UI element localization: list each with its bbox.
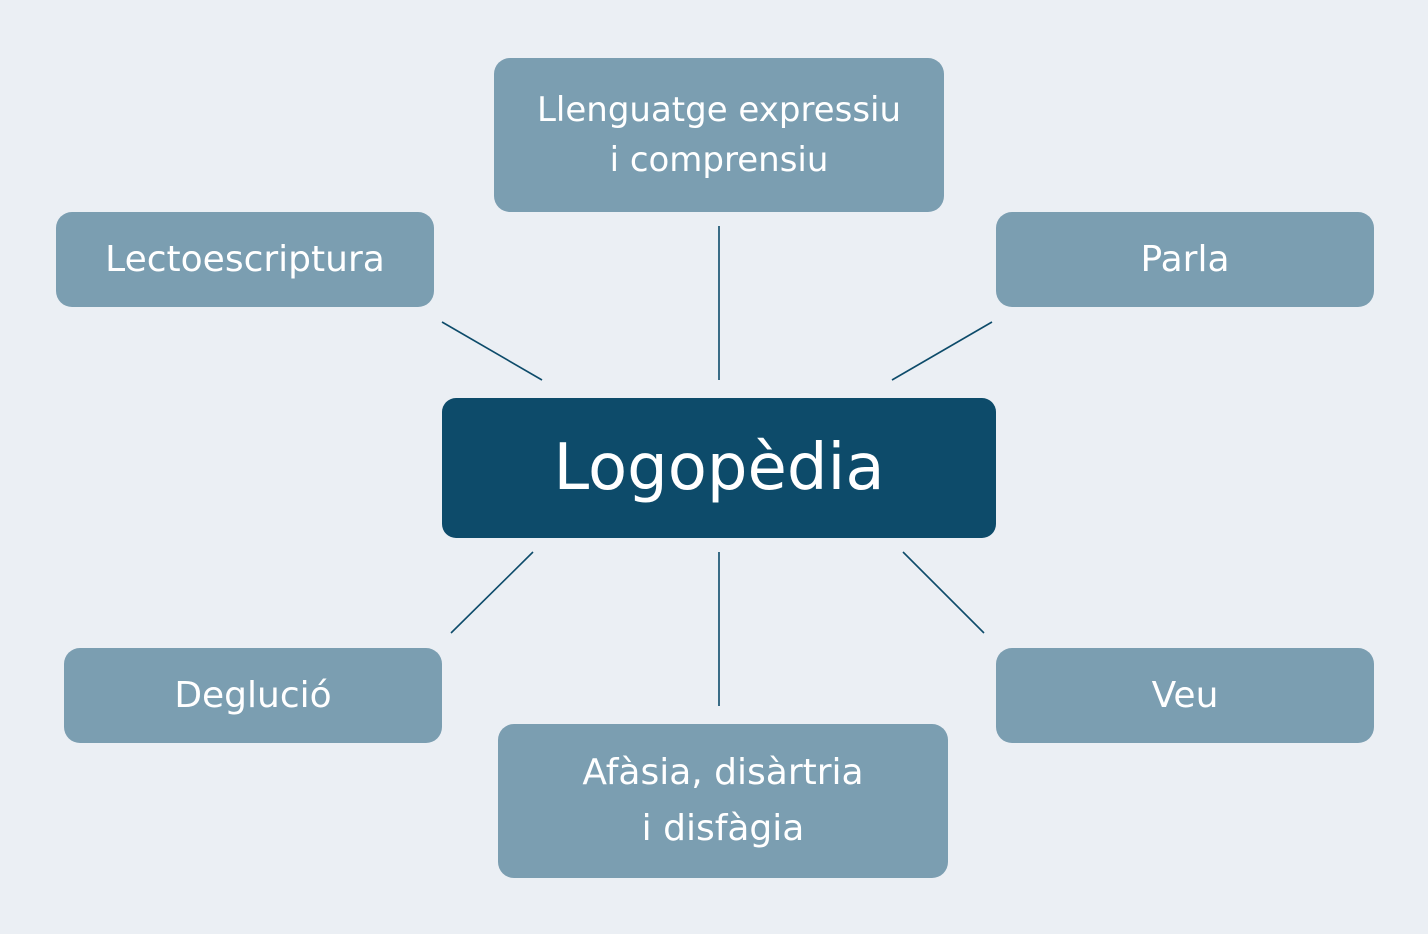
node-llenguatge-line1: Llenguatge expressiu — [536, 90, 902, 130]
node-deglucio-label: Deglució — [174, 674, 332, 716]
node-veu: Veu — [996, 648, 1374, 743]
node-llenguatge: Llenguatge expressiu i comprensiu — [494, 58, 944, 212]
connector-bottom-right — [902, 551, 985, 634]
node-veu-label: Veu — [1151, 674, 1219, 716]
node-deglucio: Deglució — [64, 648, 442, 743]
center-node-logopedia: Logopèdia — [442, 398, 996, 538]
connector-top-right — [891, 321, 993, 381]
node-afasia: Afàsia, disàrtria i disfàgia — [498, 724, 948, 878]
node-parla: Parla — [996, 212, 1374, 307]
connector-bottom-left — [450, 551, 534, 634]
node-parla-label: Parla — [1140, 238, 1230, 280]
node-lectoescriptura-label: Lectoescriptura — [105, 238, 385, 280]
center-node-label: Logopèdia — [553, 431, 885, 505]
connector-top-left — [441, 321, 543, 381]
node-lectoescriptura: Lectoescriptura — [56, 212, 434, 307]
node-afasia-line1: Afàsia, disàrtria — [582, 752, 864, 793]
node-afasia-line2: i disfàgia — [641, 808, 805, 849]
node-llenguatge-line2: i comprensiu — [609, 140, 829, 180]
